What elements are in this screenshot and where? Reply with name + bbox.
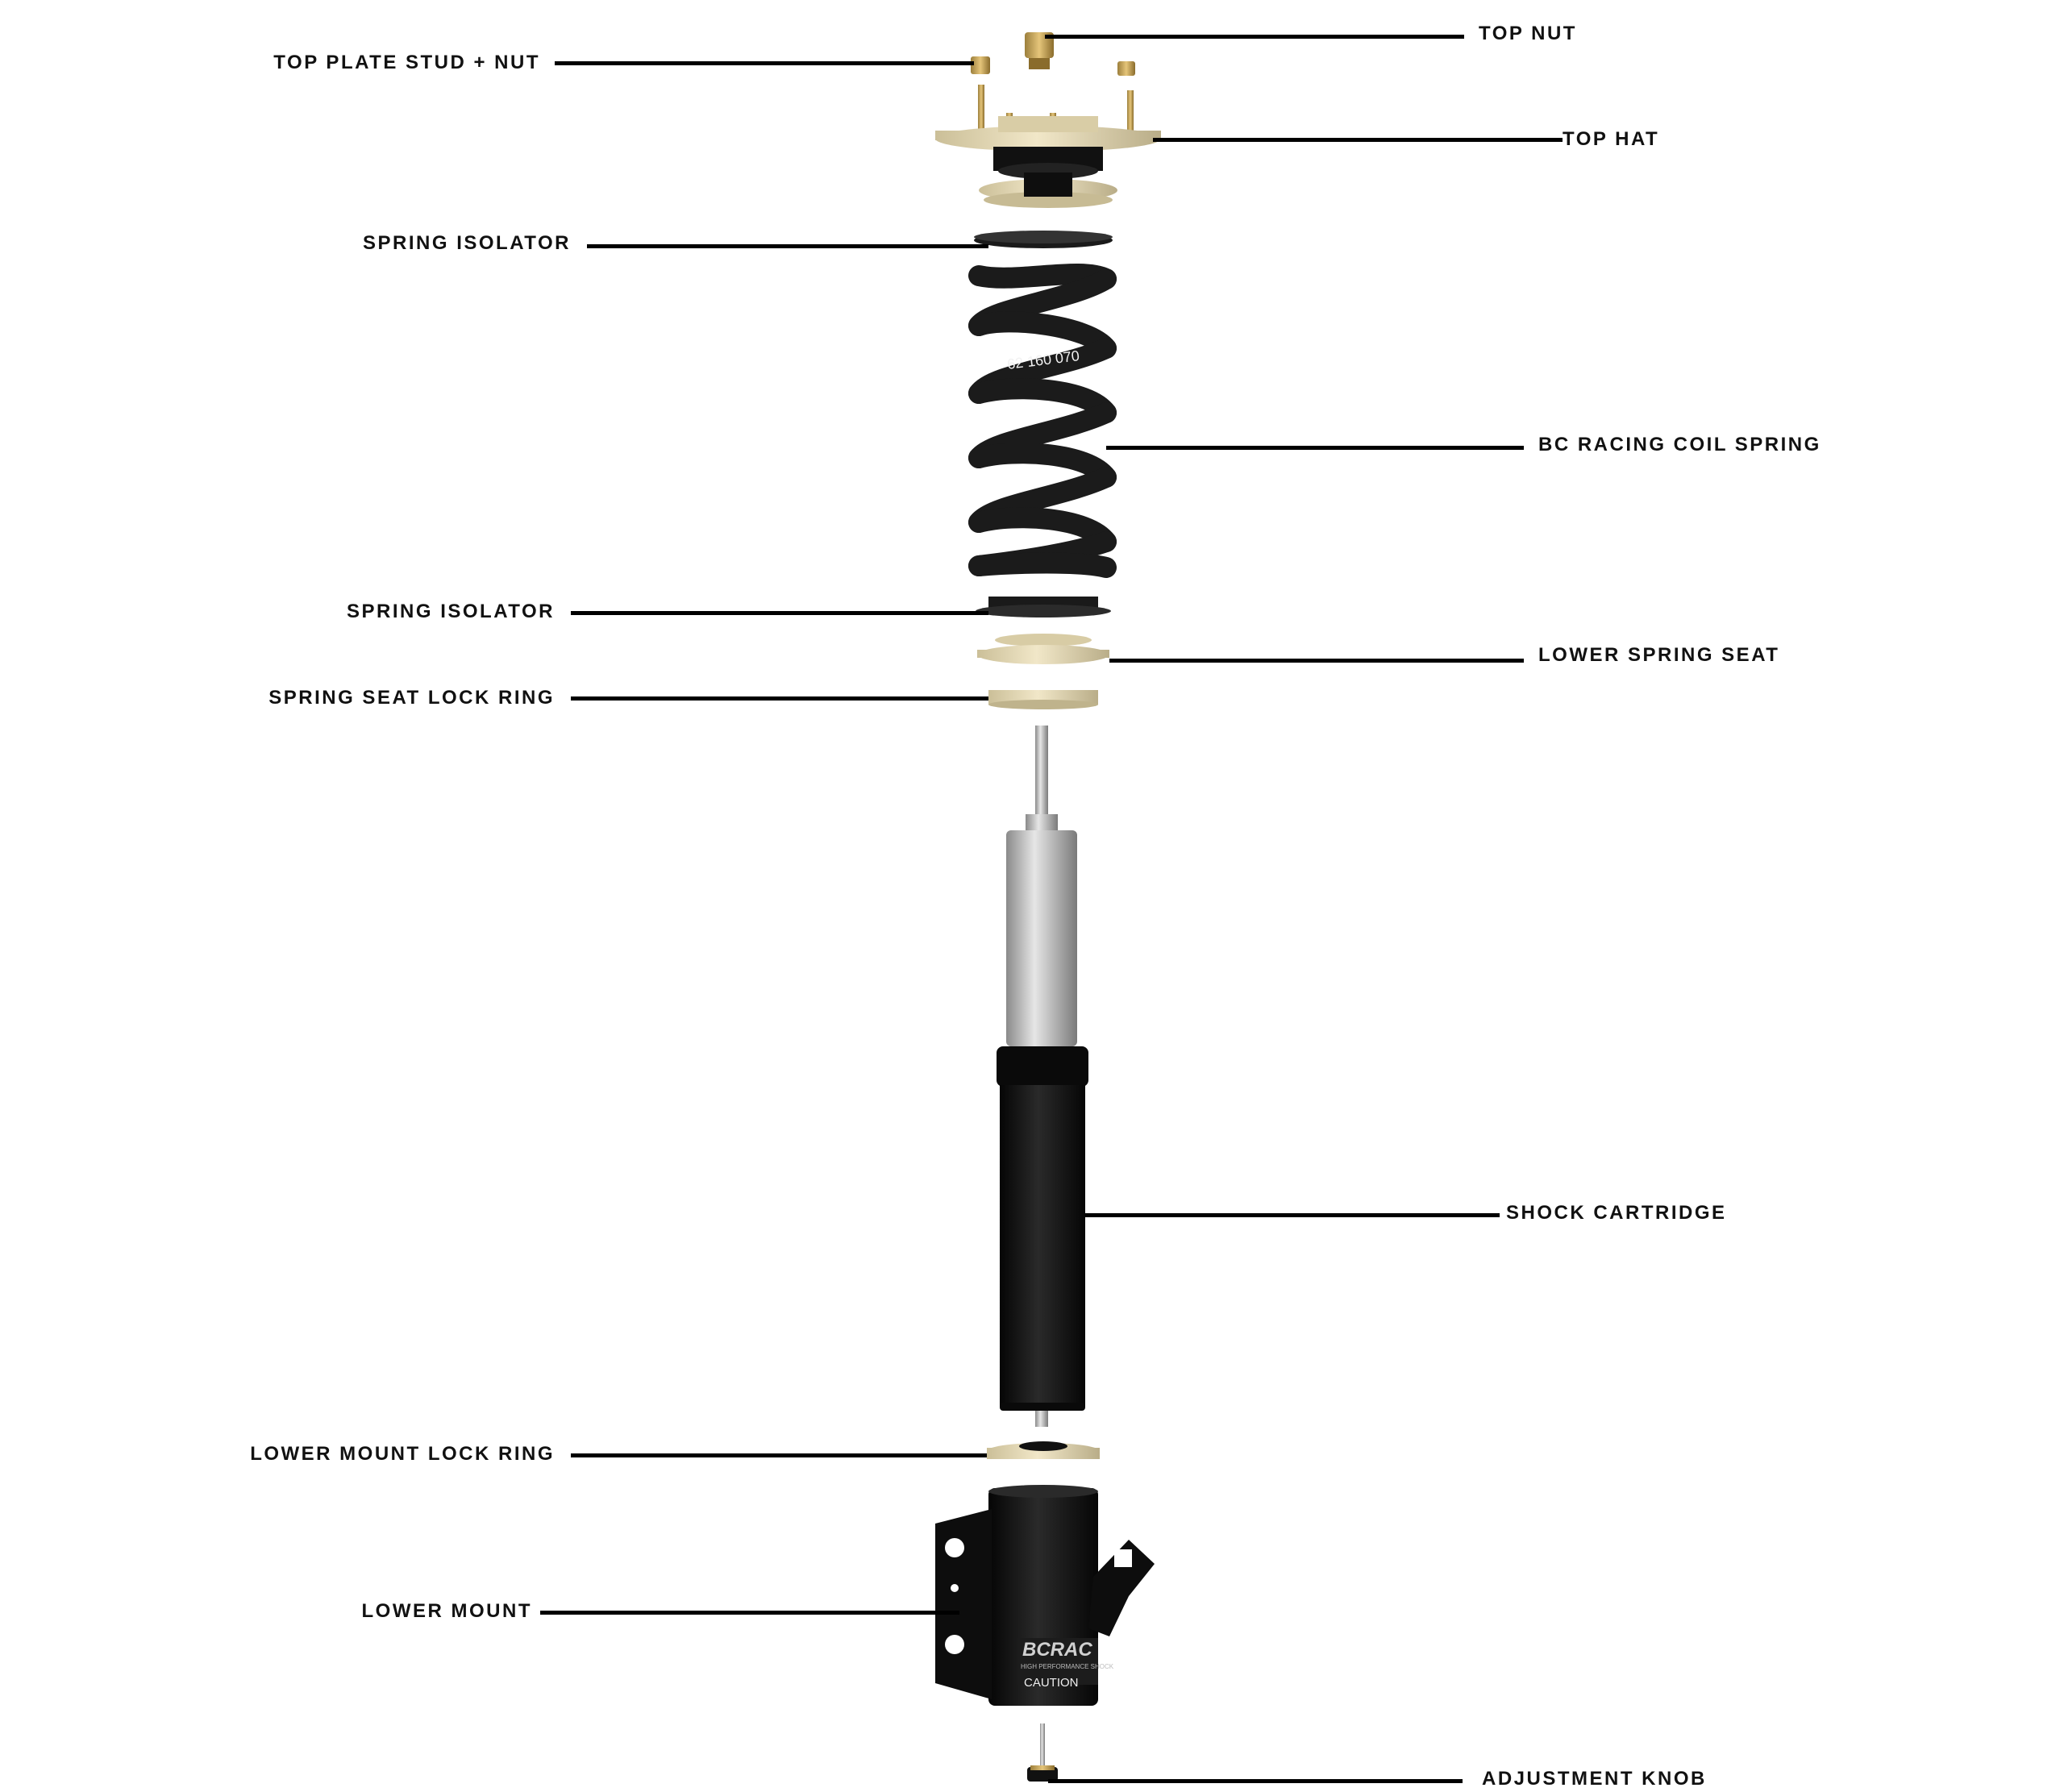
label-coil-spring: BC RACING COIL SPRING xyxy=(1538,434,1821,455)
leader-top-nut xyxy=(1045,35,1464,39)
leader-spring-seat-lock-ring xyxy=(571,696,988,701)
label-shock-cartridge: SHOCK CARTRIDGE xyxy=(1506,1202,1727,1224)
label-spring-isolator-lower: SPRING ISOLATOR xyxy=(347,601,555,622)
label-adjustment-knob: ADJUSTMENT KNOB xyxy=(1482,1768,1707,1790)
mount-caution-text: CAUTION xyxy=(1024,1676,1079,1690)
mount-brand-text: BCRAC xyxy=(1022,1639,1092,1661)
leader-top-plate-stud-nut xyxy=(555,61,974,65)
lower-mount-part: BCRAC HIGH PERFORMANCE SHOCK CAUTION xyxy=(935,1485,1155,1706)
label-spring-seat-lock-ring: SPRING SEAT LOCK RING xyxy=(268,687,555,709)
leader-lower-spring-seat xyxy=(1109,659,1524,663)
label-lower-spring-seat: LOWER SPRING SEAT xyxy=(1538,644,1780,666)
coil-spring-part xyxy=(968,263,1117,578)
label-lower-mount-lock-ring: LOWER MOUNT LOCK RING xyxy=(250,1443,555,1465)
leader-lower-mount-lock-ring xyxy=(571,1453,987,1457)
spring-seat-lock-ring-part xyxy=(988,690,1098,709)
label-lower-mount: LOWER MOUNT xyxy=(361,1600,532,1622)
leader-spring-isolator-upper xyxy=(587,244,988,248)
label-top-nut: TOP NUT xyxy=(1479,23,1577,44)
label-top-plate-stud-nut: TOP PLATE STUD + NUT xyxy=(273,52,540,73)
label-spring-isolator-upper: SPRING ISOLATOR xyxy=(363,232,571,254)
spring-isolator-lower-part xyxy=(976,597,1111,617)
leader-shock-cartridge xyxy=(1085,1213,1500,1217)
leader-coil-spring xyxy=(1106,446,1524,450)
mount-tagline-text: HIGH PERFORMANCE SHOCK xyxy=(1021,1663,1114,1670)
shock-cartridge-part xyxy=(997,726,1088,1427)
spring-isolator-upper-part xyxy=(974,231,1113,248)
lower-mount-lock-ring-part xyxy=(987,1441,1100,1459)
lower-spring-seat-part xyxy=(977,634,1109,664)
adjustment-knob-part xyxy=(1027,1723,1058,1782)
leader-lower-mount xyxy=(540,1611,959,1615)
leader-spring-isolator-lower xyxy=(571,611,988,615)
label-top-hat: TOP HAT xyxy=(1563,128,1660,150)
leader-adjustment-knob xyxy=(1048,1779,1463,1783)
leader-top-hat xyxy=(1153,138,1563,142)
top-hat-part xyxy=(935,116,1161,208)
top-nut-part xyxy=(1025,32,1054,69)
